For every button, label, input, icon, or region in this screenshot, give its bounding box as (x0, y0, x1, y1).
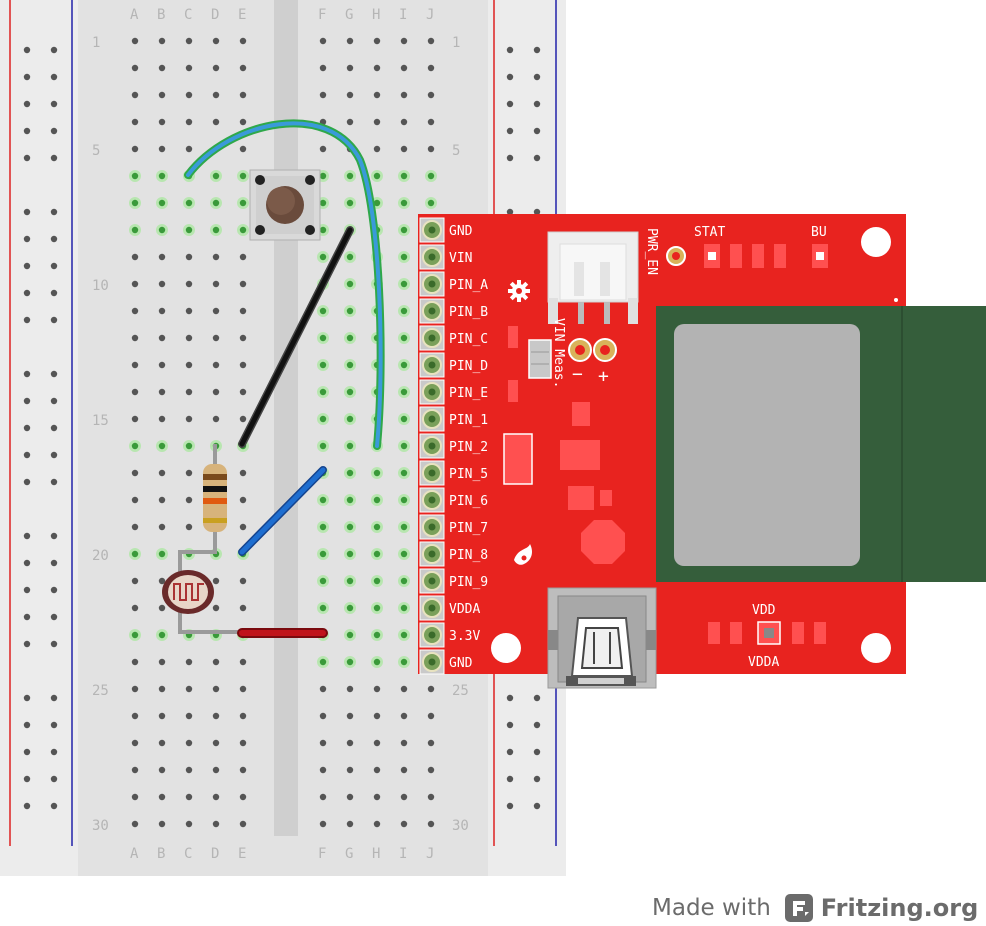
pin-label: PIN_5 (449, 467, 488, 482)
jst-connector (547, 231, 639, 324)
pin-label: PIN_6 (449, 494, 488, 509)
column-label: A (130, 7, 139, 23)
bu-label: BU (811, 225, 827, 240)
wire-black (239, 227, 353, 447)
column-label: G (345, 846, 353, 862)
row-label: 15 (92, 413, 109, 429)
vin-meas-jumper (528, 339, 552, 379)
pin-label: PIN_8 (449, 548, 488, 563)
column-label: B (157, 7, 165, 23)
mount-hole (491, 633, 521, 663)
pin-label: PIN_9 (449, 575, 488, 590)
column-label: F (318, 846, 326, 862)
pin-label: PIN_1 (449, 413, 488, 428)
column-label: H (372, 7, 380, 23)
row-label: 5 (92, 143, 100, 159)
stat-label: STAT (694, 225, 725, 240)
breadboard-ravine (274, 0, 298, 836)
vin-meas-label: VIN Meas. (551, 318, 566, 388)
fritzing-brand: Fritzing.org (820, 894, 979, 922)
pin-header: GND VIN PIN_A PIN_B PIN_C PIN_D PIN_E PIN_1PIN_… (419, 217, 488, 675)
pin-label: GND (449, 224, 473, 239)
minus-label: − (572, 364, 583, 385)
reset-pad (581, 520, 625, 564)
footer: Made with Fritzing.org (652, 890, 978, 926)
pin-label: 3.3V (449, 629, 480, 644)
column-label: E (238, 846, 246, 862)
pin-label: PIN_B (449, 305, 488, 320)
vdd-label: VDD (752, 603, 776, 618)
column-label: D (211, 7, 219, 23)
row-label: 25 (452, 683, 469, 699)
pwr-en-label: PWR_EN (644, 228, 659, 275)
rf-module (656, 298, 986, 582)
wire-blue (239, 467, 326, 555)
row-label: 25 (92, 683, 109, 699)
pin-label: PIN_D (449, 359, 488, 374)
row-label: 30 (452, 818, 469, 834)
row-label: 20 (92, 548, 109, 564)
column-label: C (184, 7, 192, 23)
column-label: D (211, 846, 219, 862)
column-label: E (238, 7, 246, 23)
made-with-label: Made with (652, 895, 771, 921)
row-label: 10 (92, 278, 109, 294)
photocell (162, 550, 242, 634)
row-label: 1 (452, 35, 460, 51)
column-label: B (157, 846, 165, 862)
pin-label: PIN_7 (449, 521, 488, 536)
wire-blue-green (186, 121, 383, 448)
wires (184, 119, 385, 638)
column-label: H (372, 846, 380, 862)
resistor (203, 444, 227, 554)
row-label: 5 (452, 143, 460, 159)
column-label: F (318, 7, 326, 23)
flame-icon (514, 544, 532, 565)
fritzing-logo-icon (784, 894, 813, 922)
mount-hole (861, 633, 891, 663)
gear-icon (508, 280, 530, 302)
vdda-label: VDDA (748, 655, 779, 670)
column-label: A (130, 846, 139, 862)
pin-label: VDDA (449, 602, 480, 617)
rf-module-shield (674, 324, 860, 566)
column-label: G (345, 7, 353, 23)
pin-label: PIN_2 (449, 440, 488, 455)
column-label: J (426, 7, 434, 23)
pin-label: VIN (449, 251, 472, 266)
plus-label: + (598, 366, 609, 387)
column-label: J (426, 846, 434, 862)
pin-label: PIN_E (449, 386, 488, 401)
row-label: 30 (92, 818, 109, 834)
column-label: I (399, 846, 407, 862)
column-label: C (184, 846, 192, 862)
column-label: I (399, 7, 407, 23)
pin-label: PIN_A (449, 278, 488, 293)
pushbutton (249, 169, 321, 241)
row-label: 1 (92, 35, 100, 51)
pin-label: PIN_C (449, 332, 488, 347)
pin-label: GND (449, 656, 473, 671)
usb-connector (547, 587, 657, 689)
mount-hole (861, 227, 891, 257)
